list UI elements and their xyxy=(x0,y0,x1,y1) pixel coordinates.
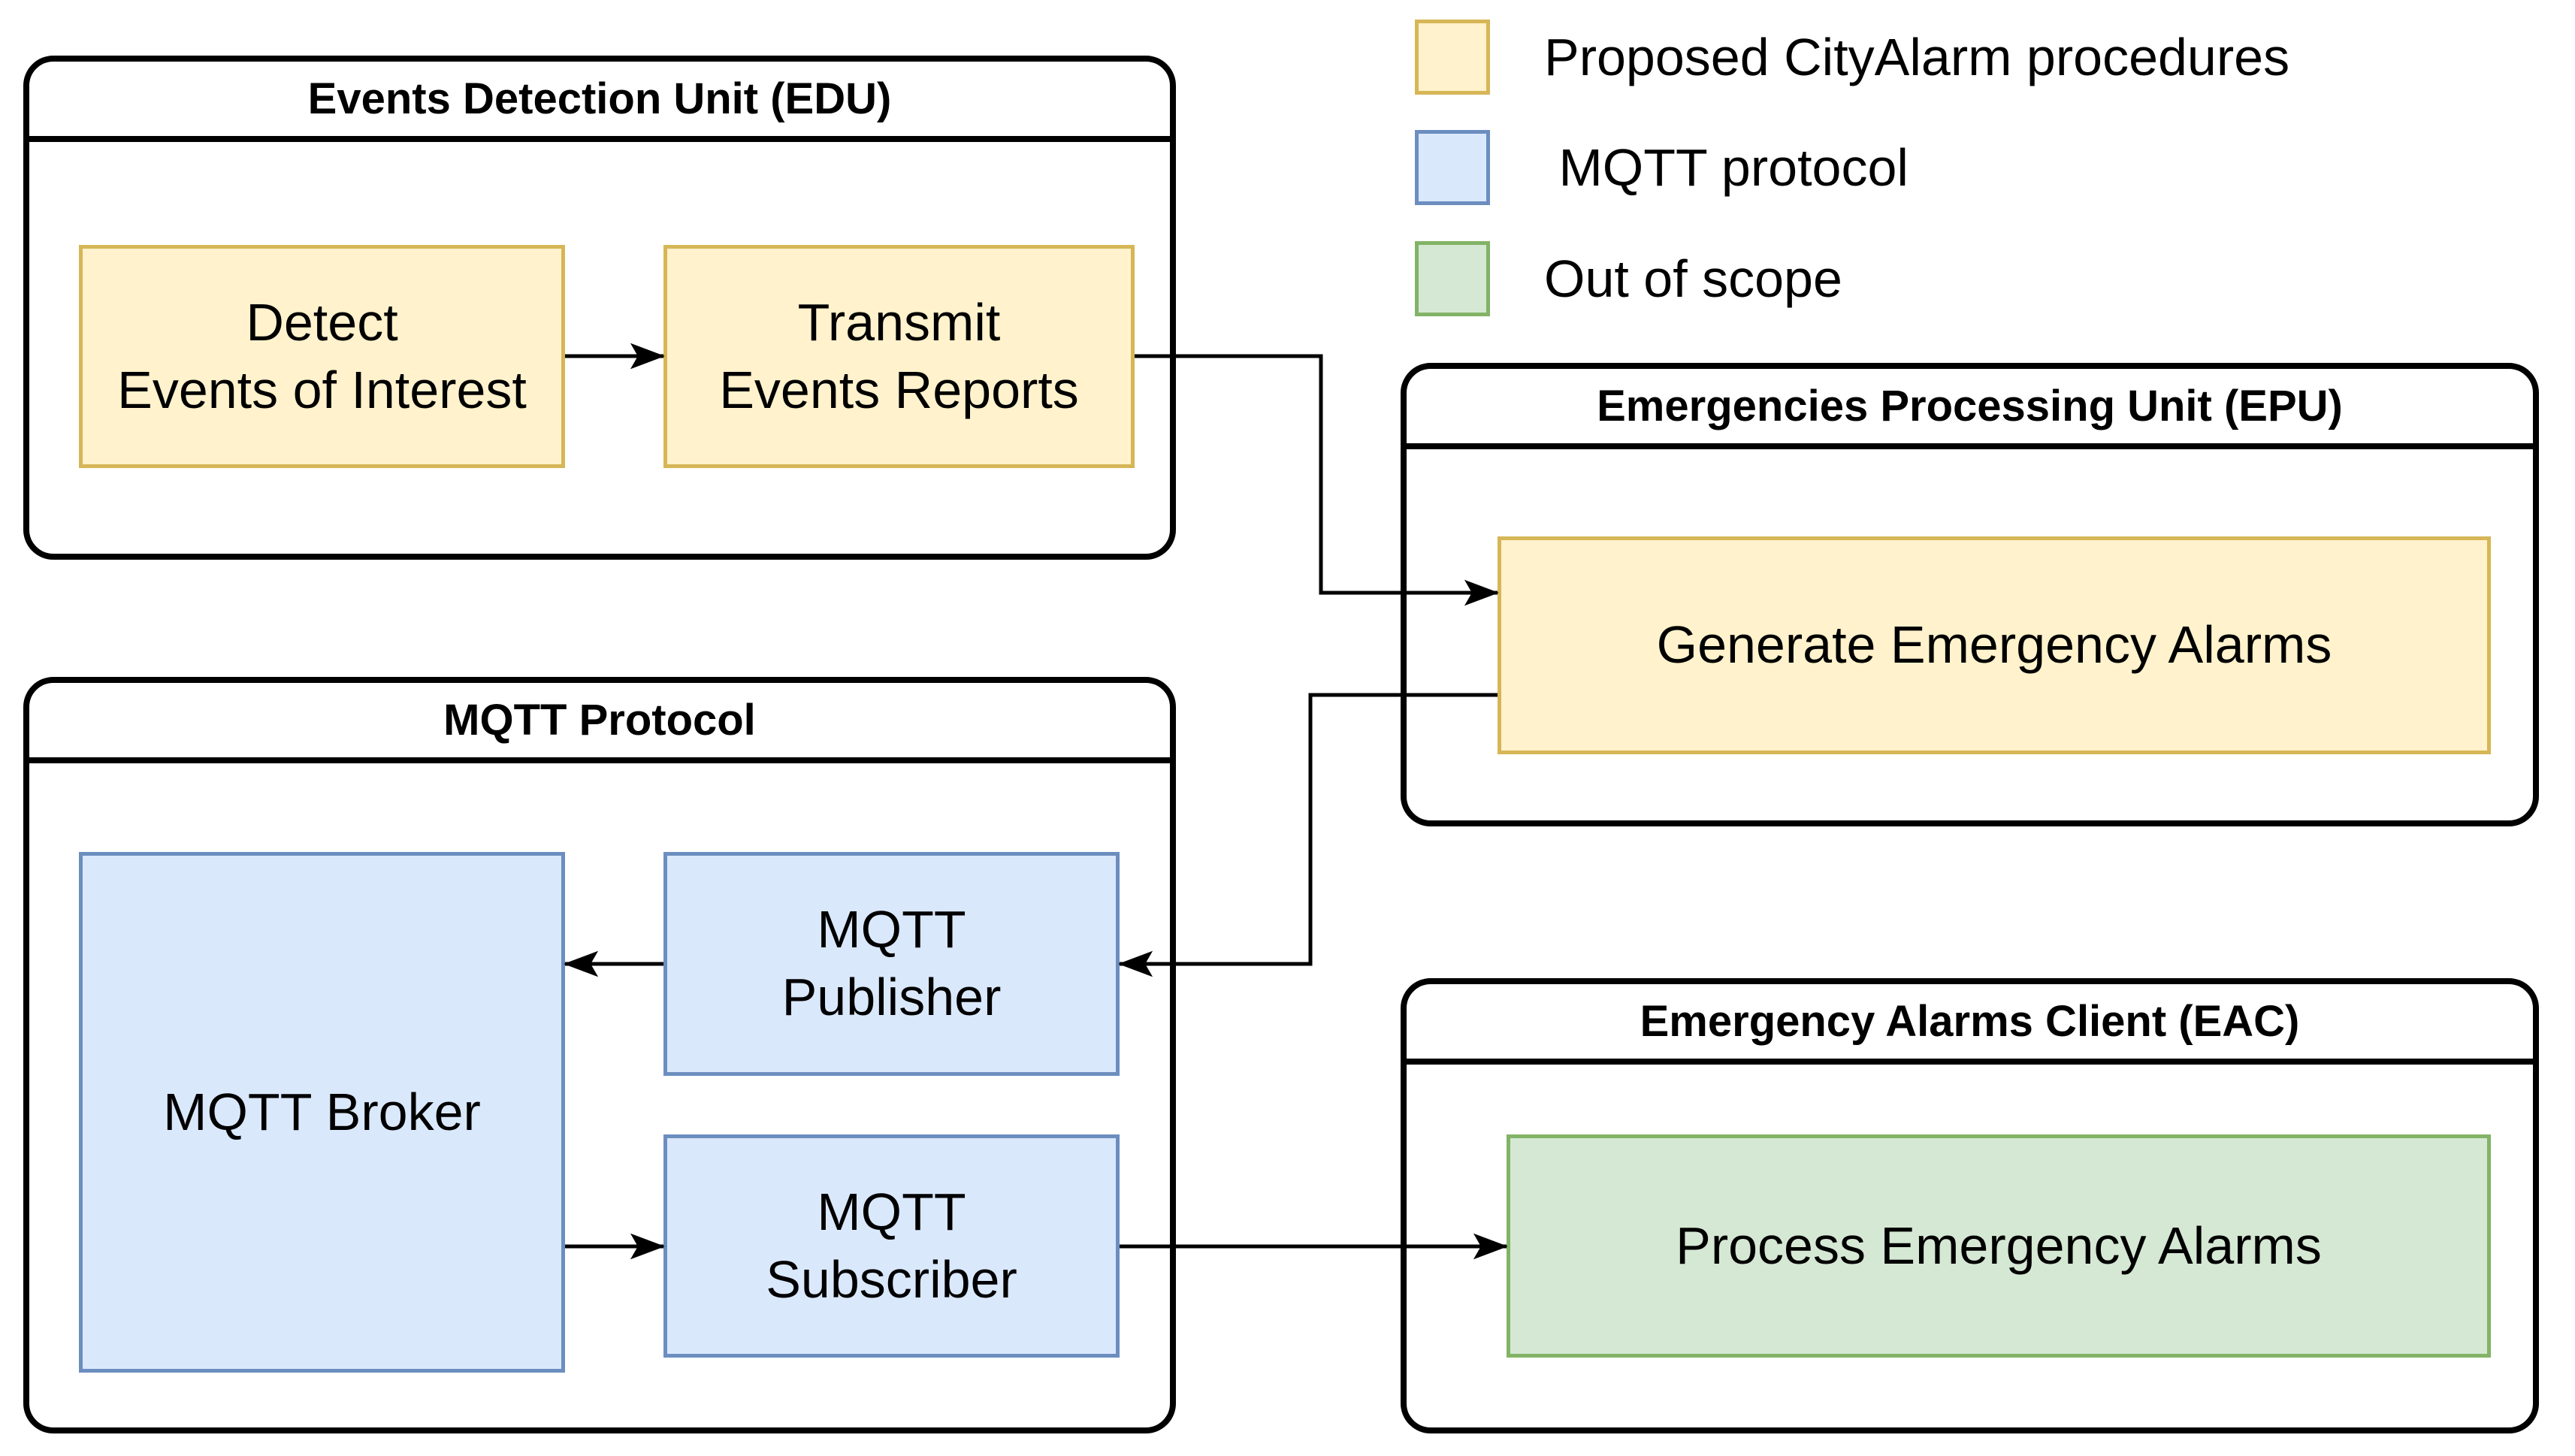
mqtt-protocol-swatch-icon xyxy=(1415,130,1490,205)
legend-label-mqtt-protocol: MQTT protocol xyxy=(1544,138,1909,197)
group-emergencies-processing-unit: Emergencies Processing Unit (EPU) Genera… xyxy=(1401,363,2539,826)
legend-item-proposed-procedures: Proposed CityAlarm procedures xyxy=(1415,20,2289,95)
node-mqtt-subscriber: MQTT Subscriber xyxy=(663,1134,1120,1358)
legend-item-mqtt-protocol: MQTT protocol xyxy=(1415,130,1909,205)
node-mqtt-publisher: MQTT Publisher xyxy=(663,852,1120,1076)
group-title-edu: Events Detection Unit (EDU) xyxy=(29,62,1170,142)
legend-item-out-of-scope: Out of scope xyxy=(1415,241,1842,316)
node-transmit-events-reports: Transmit Events Reports xyxy=(663,245,1135,468)
group-emergency-alarms-client: Emergency Alarms Client (EAC) Process Em… xyxy=(1401,978,2539,1433)
legend-label-proposed-procedures: Proposed CityAlarm procedures xyxy=(1544,28,2290,86)
group-events-detection-unit: Events Detection Unit (EDU) Detect Event… xyxy=(23,56,1176,560)
node-detect-events-of-interest: Detect Events of Interest xyxy=(79,245,565,468)
node-mqtt-broker: MQTT Broker xyxy=(79,852,565,1373)
group-title-eac: Emergency Alarms Client (EAC) xyxy=(1407,984,2533,1065)
proposed-procedures-swatch-icon xyxy=(1415,20,1490,95)
group-title-mqtt: MQTT Protocol xyxy=(29,683,1170,763)
node-process-emergency-alarms: Process Emergency Alarms xyxy=(1507,1134,2491,1358)
group-title-epu: Emergencies Processing Unit (EPU) xyxy=(1407,369,2533,449)
out-of-scope-swatch-icon xyxy=(1415,241,1490,316)
node-generate-emergency-alarms: Generate Emergency Alarms xyxy=(1498,536,2491,754)
group-mqtt-protocol: MQTT Protocol MQTT Broker MQTT Publisher… xyxy=(23,677,1176,1433)
legend-label-out-of-scope: Out of scope xyxy=(1544,249,1842,308)
